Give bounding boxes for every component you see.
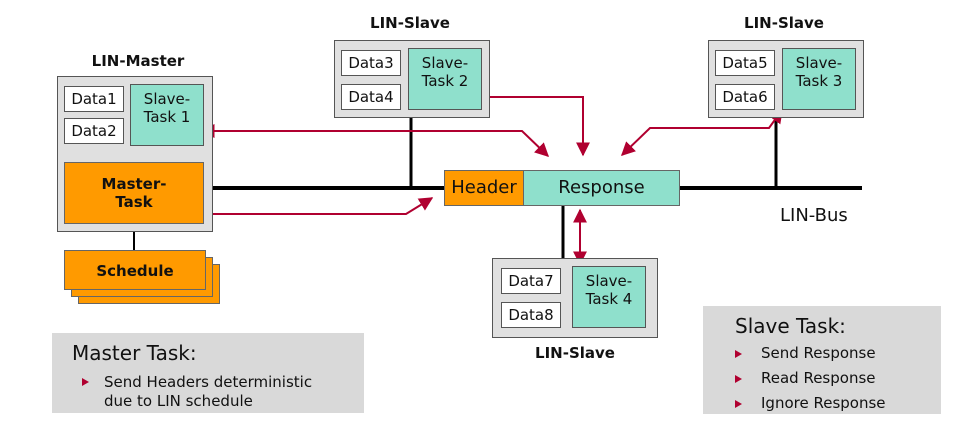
bullet-icon — [82, 378, 89, 386]
arrow-task1-to-response — [200, 124, 550, 157]
master-task-box: Master- Task — [64, 162, 204, 224]
slave-task-4: Slave- Task 4 — [572, 266, 646, 328]
bullet-icon — [735, 400, 742, 408]
master-slave-task-1: Slave- Task 1 — [130, 84, 204, 146]
arrow-task3-to-response — [620, 108, 783, 156]
master-info-title: Master Task: — [72, 341, 197, 365]
slave-task-info: Slave Task: Send Response Read Response … — [703, 306, 941, 414]
slave2-title: LIN-Slave — [370, 14, 450, 32]
slave4-title: LIN-Slave — [535, 344, 615, 362]
slave-task-2: Slave- Task 2 — [408, 48, 482, 110]
master-info-bullet-1: Send Headers deterministic due to LIN sc… — [104, 373, 313, 410]
slave2-data4: Data4 — [341, 84, 401, 110]
slave3-data5: Data5 — [715, 50, 775, 76]
bullet-icon — [735, 350, 742, 358]
master-data1: Data1 — [64, 86, 124, 112]
slave-task-3: Slave- Task 3 — [782, 48, 856, 110]
slave-info-bullet-1: Send Response — [761, 344, 876, 362]
master-title: LIN-Master — [91, 52, 185, 70]
slave3-title: LIN-Slave — [744, 14, 824, 32]
schedule-box: Schedule — [64, 250, 206, 290]
frame-header: Header — [444, 170, 524, 206]
slave-info-bullet-2: Read Response — [761, 369, 876, 387]
slave-info-title: Slave Task: — [735, 314, 846, 338]
master-data2: Data2 — [64, 118, 124, 144]
slave-info-bullet-3: Ignore Response — [761, 394, 886, 412]
slave4-data8: Data8 — [501, 302, 561, 328]
arrow-master-to-header — [186, 197, 434, 215]
slave2-data3: Data3 — [341, 50, 401, 76]
bullet-icon — [735, 375, 742, 383]
slave4-data7: Data7 — [501, 268, 561, 294]
slave3-data6: Data6 — [715, 84, 775, 110]
frame-response: Response — [523, 170, 680, 206]
arrow-task2-to-response — [474, 90, 590, 157]
lin-bus-label: LIN-Bus — [780, 205, 848, 226]
master-task-info: Master Task: Send Headers deterministic … — [52, 333, 364, 413]
